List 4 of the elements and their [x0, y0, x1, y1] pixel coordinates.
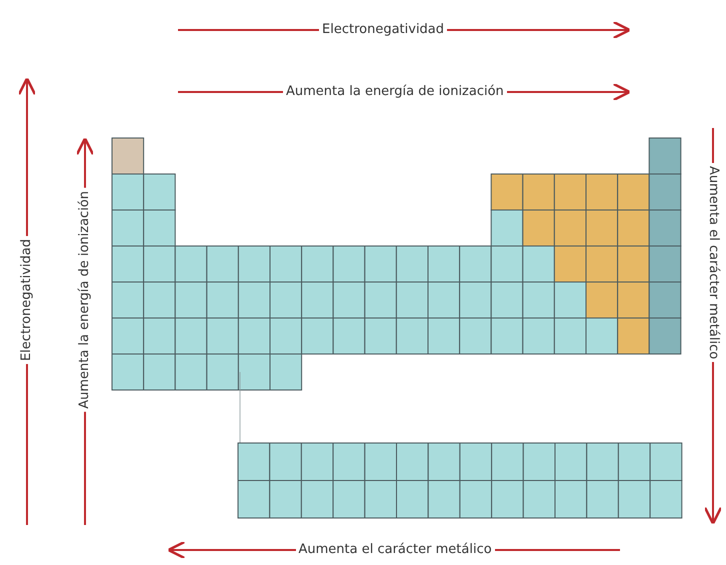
- trend-label: Aumenta la energía de ionización: [77, 188, 93, 412]
- trend-label: Aumenta la energía de ionización: [283, 84, 507, 100]
- trend-label: Electronegatividad: [19, 236, 35, 364]
- trend-label: Electronegatividad: [319, 22, 448, 38]
